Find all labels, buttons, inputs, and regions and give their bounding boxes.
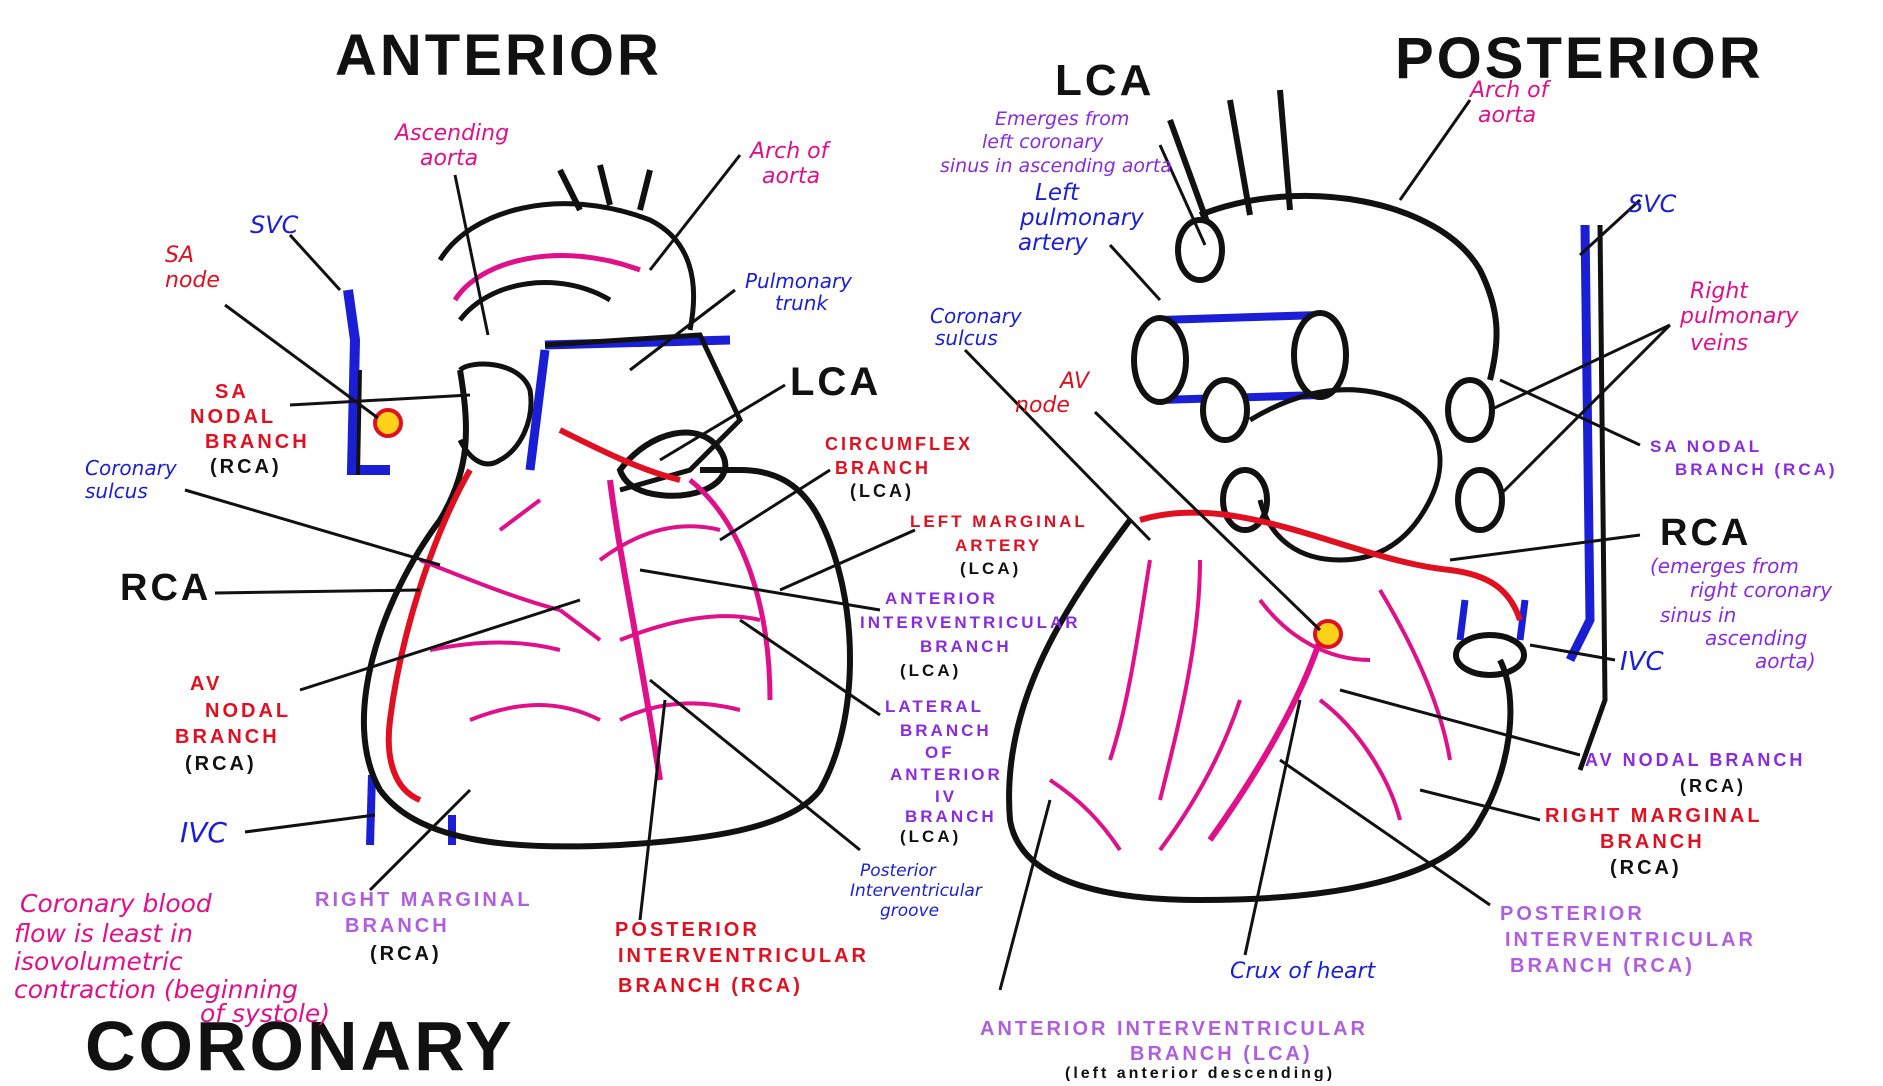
anterior-svc-outline xyxy=(358,370,360,475)
leader-sa-nodal-branch xyxy=(290,395,470,405)
label-piv-groove: Posterior Interventricular groove xyxy=(850,861,987,921)
leader-pulmonary-trunk xyxy=(630,290,735,370)
label-ivc-posterior: IVC xyxy=(1620,647,1664,677)
label-rca-anterior: RCA xyxy=(120,567,211,609)
anterior-arch-branches xyxy=(560,165,650,210)
label-left-pa: Left pulmonary artery xyxy=(1018,180,1151,256)
posterior-labels: LCA Emerges from left coronary sinus in … xyxy=(930,56,1838,1081)
label-sa-nodal-branch: SA NODAL BRANCH (RCA) xyxy=(190,381,318,478)
label-right-pulmonary-veins: Right pulmonary veins xyxy=(1679,279,1805,356)
label-arch-anterior: Arch of aorta xyxy=(748,139,835,189)
leader-rca-posterior xyxy=(1450,535,1640,560)
posterior-ivc-opening xyxy=(1456,635,1524,675)
label-pulmonary-trunk: Pulmonary trunk xyxy=(745,269,858,315)
leader-left-marginal xyxy=(780,530,915,590)
label-lca-posterior: LCA xyxy=(1055,56,1154,105)
anterior-aorta-red xyxy=(455,256,640,300)
anterior-branches xyxy=(420,500,760,720)
label-rca-origin: (emerges from right coronary sinus in as… xyxy=(1650,554,1838,673)
label-piv-anterior: POSTERIOR INTERVENTRICULAR BRANCH (RCA) xyxy=(615,919,878,997)
posterior-pa-right-end xyxy=(1294,313,1346,397)
title-posterior: POSTERIOR xyxy=(1395,26,1764,91)
posterior-pulmonary-vein-2 xyxy=(1203,380,1247,440)
leader-av-nodal-post xyxy=(1340,690,1580,755)
anterior-svc-vessel xyxy=(348,290,390,470)
label-right-marginal-ant: RIGHT MARGINAL BRANCH (RCA) xyxy=(315,889,541,965)
label-coronary-sulcus-ant: Coronary sulcus xyxy=(85,456,183,503)
anterior-labels: Ascending aorta Arch of aorta SVC SA nod… xyxy=(85,121,1095,997)
label-piv-posterior: POSTERIOR INTERVENTRICULAR BRANCH (RCA) xyxy=(1500,903,1765,977)
label-ivc-anterior: IVC xyxy=(180,816,227,849)
label-lca-origin: Emerges from left coronary sinus in asce… xyxy=(940,108,1172,177)
label-av-nodal-anterior: AV NODAL BRANCH (RCA) xyxy=(175,673,299,775)
leader-ivc-anterior xyxy=(245,815,375,832)
leader-lateral-branch xyxy=(740,620,880,715)
leader-coronary-sulcus-ant xyxy=(185,490,440,565)
label-av-nodal-post: AV NODAL BRANCH (RCA) xyxy=(1585,750,1813,796)
posterior-heart-outline xyxy=(1009,520,1510,900)
label-sa-nodal-post: SA NODAL BRANCH (RCA) xyxy=(1650,437,1838,479)
label-right-marginal-post: RIGHT MARGINAL BRANCH (RCA) xyxy=(1545,805,1771,879)
anterior-ivc-vessel xyxy=(370,775,452,845)
label-aiv-posterior: ANTERIOR INTERVENTRICULAR BRANCH (LCA) (… xyxy=(980,1018,1377,1081)
anterior-aorta xyxy=(440,204,694,330)
anterior-rca-vessel xyxy=(389,470,470,800)
label-ascending-aorta: Ascending aorta xyxy=(393,121,516,171)
label-rca-posterior: RCA xyxy=(1660,512,1751,554)
posterior-av-node xyxy=(1315,621,1341,647)
label-left-marginal: LEFT MARGINAL ARTERY (LCA) xyxy=(910,512,1095,578)
label-lca-anterior: LCA xyxy=(790,360,881,404)
posterior-pulmonary-vein-5 xyxy=(1458,470,1502,530)
leader-aiv-posterior xyxy=(1000,800,1050,990)
leader-rca-anterior xyxy=(215,590,420,593)
leader-left-pa xyxy=(1110,245,1160,300)
label-sa-node: SA node xyxy=(165,243,220,293)
label-crux: Crux of heart xyxy=(1230,959,1377,984)
posterior-svc-vessel xyxy=(1570,225,1590,660)
anterior-sa-node xyxy=(375,410,401,436)
label-svc-anterior: SVC xyxy=(250,211,299,239)
anterior-heart-outline xyxy=(364,370,850,846)
anterior-pulmonary-trunk xyxy=(530,340,730,470)
posterior-pulmonary-vein-4 xyxy=(1448,380,1492,440)
label-circumflex: CIRCUMFLEX BRANCH (LCA) xyxy=(825,434,981,501)
posterior-pa-left-end xyxy=(1134,318,1186,402)
leader-arch-posterior xyxy=(1400,100,1470,200)
anterior-right-atrium xyxy=(460,364,531,464)
posterior-pulmonary-vein-1 xyxy=(1178,220,1222,280)
label-svc-posterior: SVC xyxy=(1628,190,1677,218)
title-anterior: ANTERIOR xyxy=(335,23,662,88)
label-lateral-branch: LATERAL BRANCH OF ANTERIOR IV BRANCH (LC… xyxy=(885,697,1011,846)
label-arch-posterior: Arch of aorta xyxy=(1468,78,1555,128)
leader-arch-anterior xyxy=(650,155,740,270)
label-av-node: AV node xyxy=(1015,369,1096,418)
leader-right-pulmonary-veins xyxy=(1490,325,1670,495)
label-coronary-sulcus-post: Coronary sulcus xyxy=(930,304,1028,350)
posterior-atria xyxy=(1250,390,1440,560)
leader-svc-anterior xyxy=(290,235,340,290)
leader-sa-nodal-post xyxy=(1500,380,1640,445)
